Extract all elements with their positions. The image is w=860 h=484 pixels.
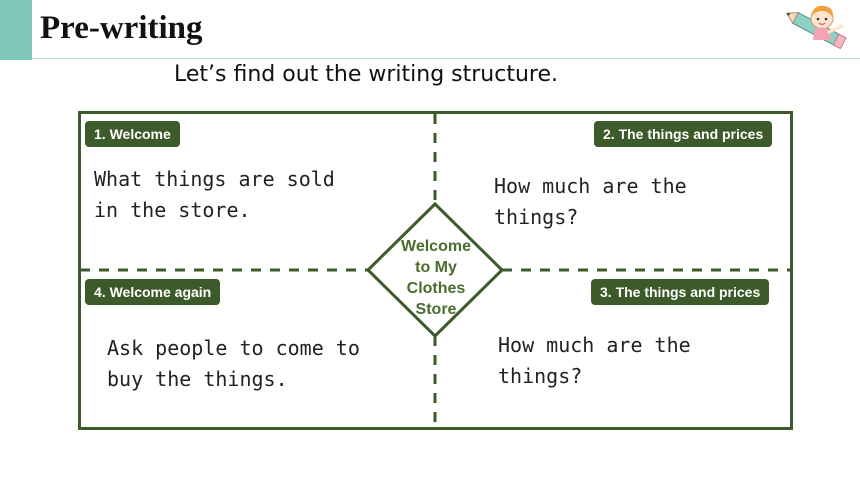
title-bar: Pre-writing <box>0 0 860 60</box>
title-divider <box>32 58 860 59</box>
board-frame <box>78 111 793 430</box>
question-line: How much are the <box>494 174 687 198</box>
tag-things-prices-top: 2. The things and prices <box>594 121 773 147</box>
title-accent-bar <box>0 0 32 60</box>
question-line: things? <box>494 205 579 229</box>
instruction-text: Let’s find out the writing structure. <box>174 62 558 87</box>
question-line: buy the things. <box>107 367 288 391</box>
center-line: Clothes <box>406 280 466 297</box>
center-line: Store <box>415 301 457 318</box>
question-line: in the store. <box>94 198 251 222</box>
center-store-title: Welcome to My Clothes Store <box>395 236 477 320</box>
question-line: What things are sold <box>94 167 335 191</box>
center-line: Welcome <box>401 238 471 255</box>
question-welcome: What things are sold in the store. <box>94 164 335 226</box>
tag-things-prices-bottom: 3. The things and prices <box>591 279 770 305</box>
center-line: to My <box>415 259 457 276</box>
page-title: Pre-writing <box>40 10 203 46</box>
center-diamond <box>365 201 505 339</box>
pencil-girl-icon <box>785 5 847 50</box>
tag-welcome: 1. Welcome <box>85 121 180 147</box>
question-line: things? <box>498 364 583 388</box>
question-welcome-again: Ask people to come to buy the things. <box>107 333 360 395</box>
question-things-prices-top: How much are the things? <box>494 171 687 233</box>
question-line: How much are the <box>498 333 691 357</box>
question-line: Ask people to come to <box>107 336 360 360</box>
question-things-prices-bottom: How much are the things? <box>498 330 691 392</box>
tag-welcome-again: 4. Welcome again <box>85 279 221 305</box>
